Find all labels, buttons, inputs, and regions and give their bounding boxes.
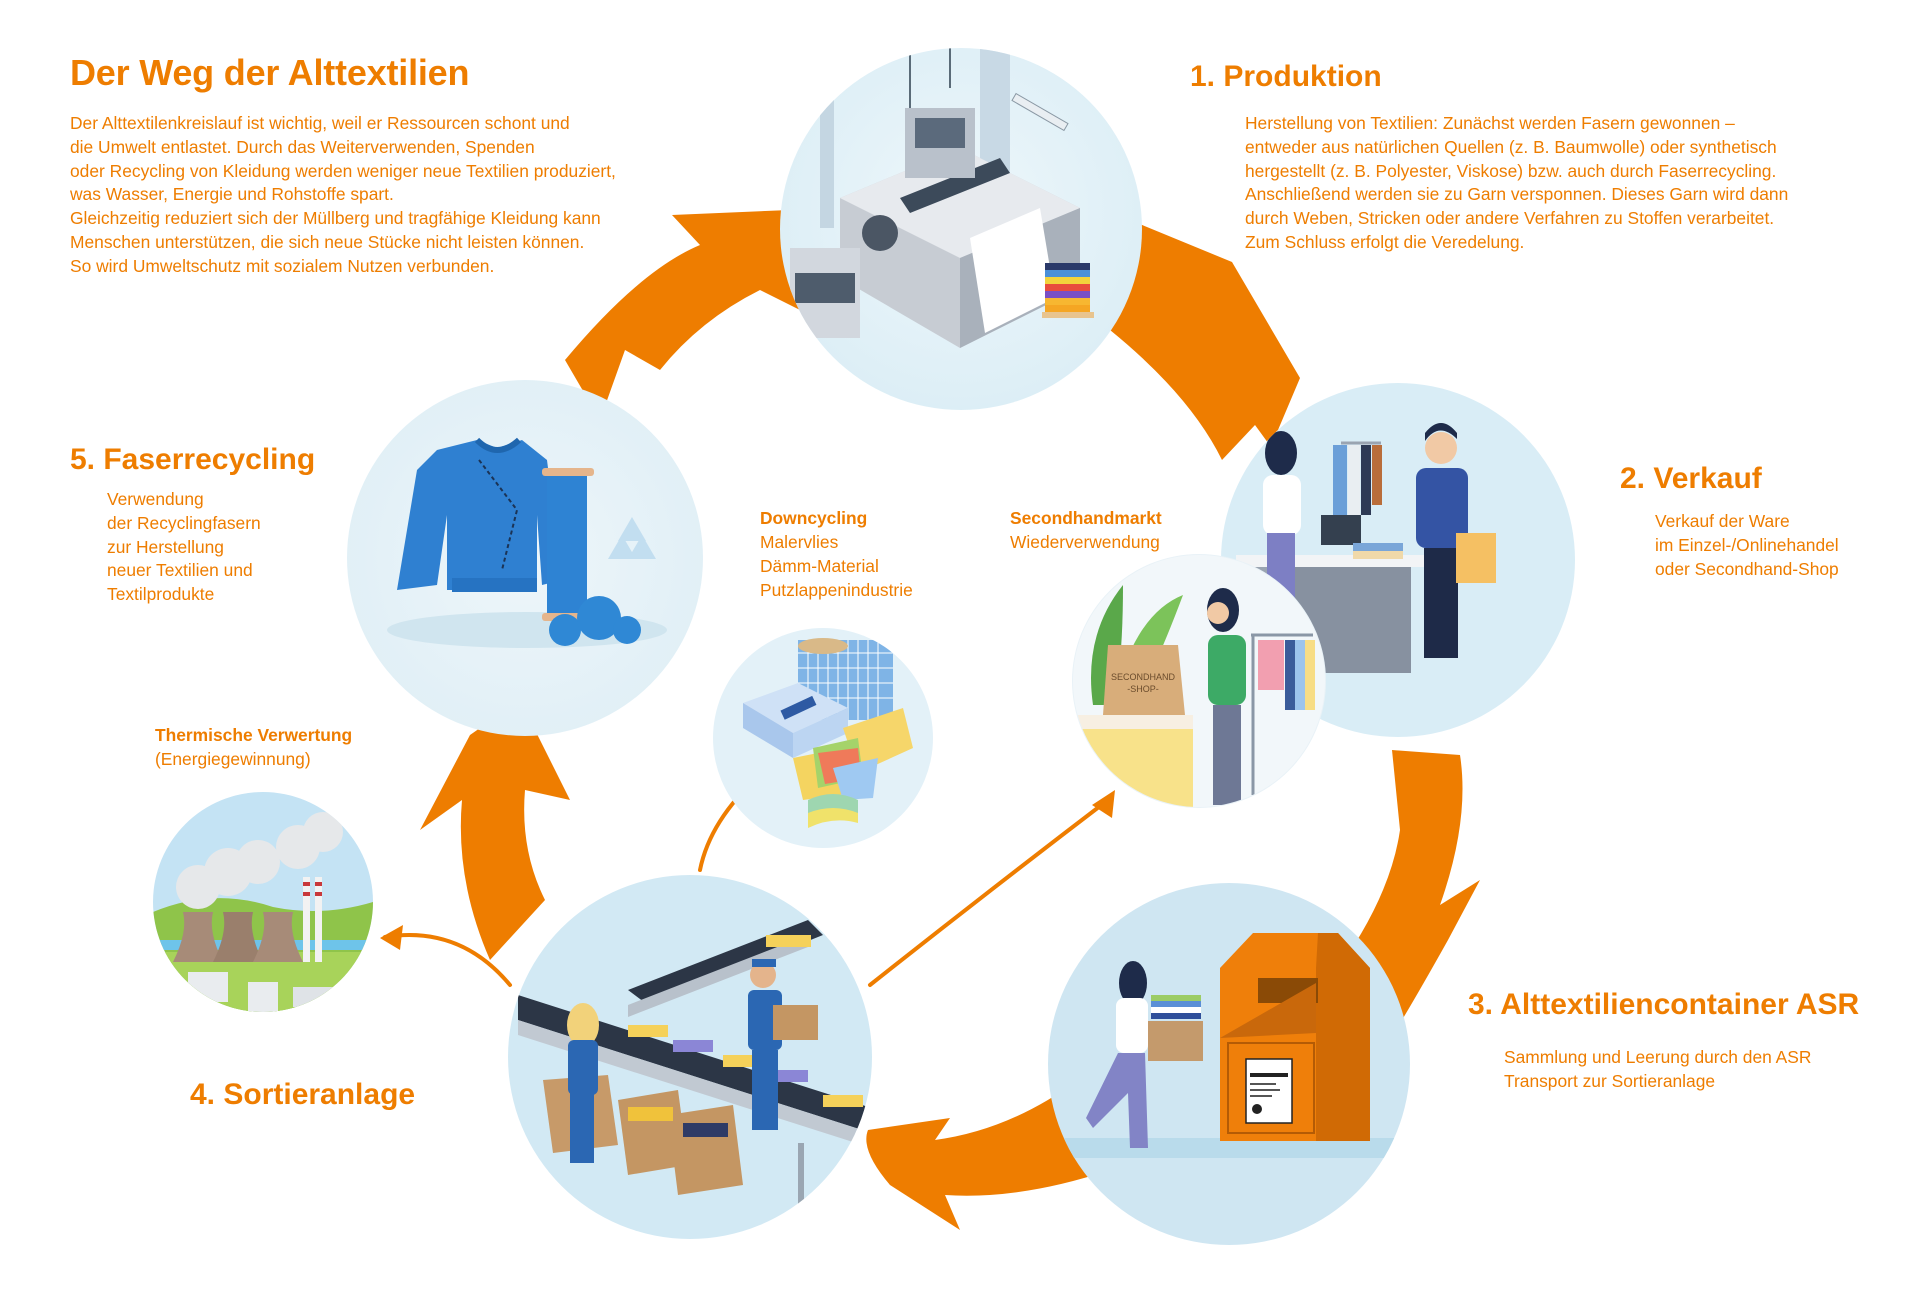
text-line: entweder aus natürlichen Quellen (z. B. … [1245, 136, 1777, 157]
step-sale-heading: 2. Verkauf [1620, 462, 1762, 495]
text-line: neuer Textilien und [107, 560, 253, 581]
text-line: Verkauf der Ware [1655, 511, 1790, 531]
text-line: Zum Schluss erfolgt die Veredelung. [1245, 231, 1525, 252]
page-title: Der Weg der Alttextilien [70, 52, 470, 93]
secondhand-illustration: SECONDHAND -SHOP- [1073, 555, 1325, 807]
intro-line: Menschen unterstützen, die sich neue Stü… [70, 231, 585, 252]
bag-label: SECONDHAND [1111, 672, 1176, 682]
text-line: Malervlies [760, 532, 839, 552]
sorting-illustration [508, 875, 872, 1239]
intro-line: So wird Umweltschutz mit sozialem Nutzen… [70, 255, 495, 276]
downcycling-illustration [713, 628, 933, 848]
arrow-container-to-sorting [866, 1080, 1110, 1230]
text-line: Verwendung [107, 489, 204, 509]
step-sale-text: Verkauf der Ware im Einzel-/Onlinehandel… [1655, 510, 1839, 581]
intro-line: Gleichzeitig reduziert sich der Müllberg… [70, 208, 601, 229]
text-line: Anschließend werden sie zu Garn versponn… [1245, 184, 1789, 205]
step-container-heading: 3. Alttextiliencontainer ASR [1468, 988, 1860, 1021]
intro-line: die Umwelt entlastet. Durch das Weiterve… [70, 136, 535, 157]
step-fiber-heading: 5. Faserrecycling [70, 443, 316, 476]
thermal-text: (Energiegewinnung) [155, 749, 311, 769]
secondhand-heading: Secondhandmarkt [1010, 508, 1162, 528]
intro-line: was Wasser, Energie und Rohstoffe spart. [70, 184, 394, 205]
step-production-heading: 1. Produktion [1190, 60, 1382, 93]
thermal-heading: Thermische Verwertung [155, 725, 353, 745]
arrow-sorting-to-thermal [383, 933, 512, 987]
text-line: Dämm-Material [760, 555, 879, 576]
text-line: Herstellung von Textilien: Zunächst werd… [1245, 113, 1735, 133]
arrow-sorting-to-secondhand [868, 798, 1110, 987]
thermal-illustration [153, 792, 373, 1012]
intro-text: Der Alttextilenkreislauf ist wichtig, we… [70, 112, 616, 279]
container-illustration [1048, 883, 1410, 1245]
text-line: hergestellt (z. B. Polyester, Viskose) b… [1245, 160, 1777, 181]
fiber-illustration [347, 380, 703, 736]
text-line: Sammlung und Leerung durch den ASR [1504, 1047, 1812, 1067]
arrowhead-secondhand [1092, 790, 1115, 818]
text-line: Transport zur Sortieranlage [1504, 1070, 1716, 1091]
intro-line: Der Alttextilenkreislauf ist wichtig, we… [70, 113, 570, 133]
text-line: im Einzel-/Onlinehandel [1655, 534, 1839, 555]
sale-illustration [1221, 383, 1575, 737]
production-illustration [780, 48, 1142, 410]
arrowhead-thermal [380, 925, 403, 950]
text-line: der Recyclingfasern [107, 512, 261, 533]
text-line: zur Herstellung [107, 536, 224, 557]
bag-label: -SHOP- [1127, 684, 1159, 694]
step-fiber-text: Verwendung der Recyclingfasern zur Herst… [107, 488, 261, 607]
step-production-text: Herstellung von Textilien: Zunächst werd… [1245, 112, 1788, 255]
arrow-sorting-to-fiber [420, 700, 570, 960]
intro-line: oder Recycling von Kleidung werden wenig… [70, 160, 616, 181]
text-line: Textilprodukte [107, 584, 215, 605]
text-line: durch Weben, Stricken oder andere Verfah… [1245, 208, 1775, 229]
step-container-text: Sammlung und Leerung durch den ASR Trans… [1504, 1046, 1811, 1094]
secondhand-text: Wiederverwendung [1010, 532, 1160, 552]
text-line: oder Secondhand-Shop [1655, 558, 1839, 579]
arrow-fiber-to-production [565, 210, 800, 420]
step-sorting-heading: 4. Sortieranlage [190, 1078, 416, 1111]
downcycling-text: Malervlies Dämm-Material Putzlappenindus… [760, 531, 913, 602]
downcycling-heading: Downcycling [760, 508, 868, 528]
text-line: Putzlappenindustrie [760, 579, 913, 600]
